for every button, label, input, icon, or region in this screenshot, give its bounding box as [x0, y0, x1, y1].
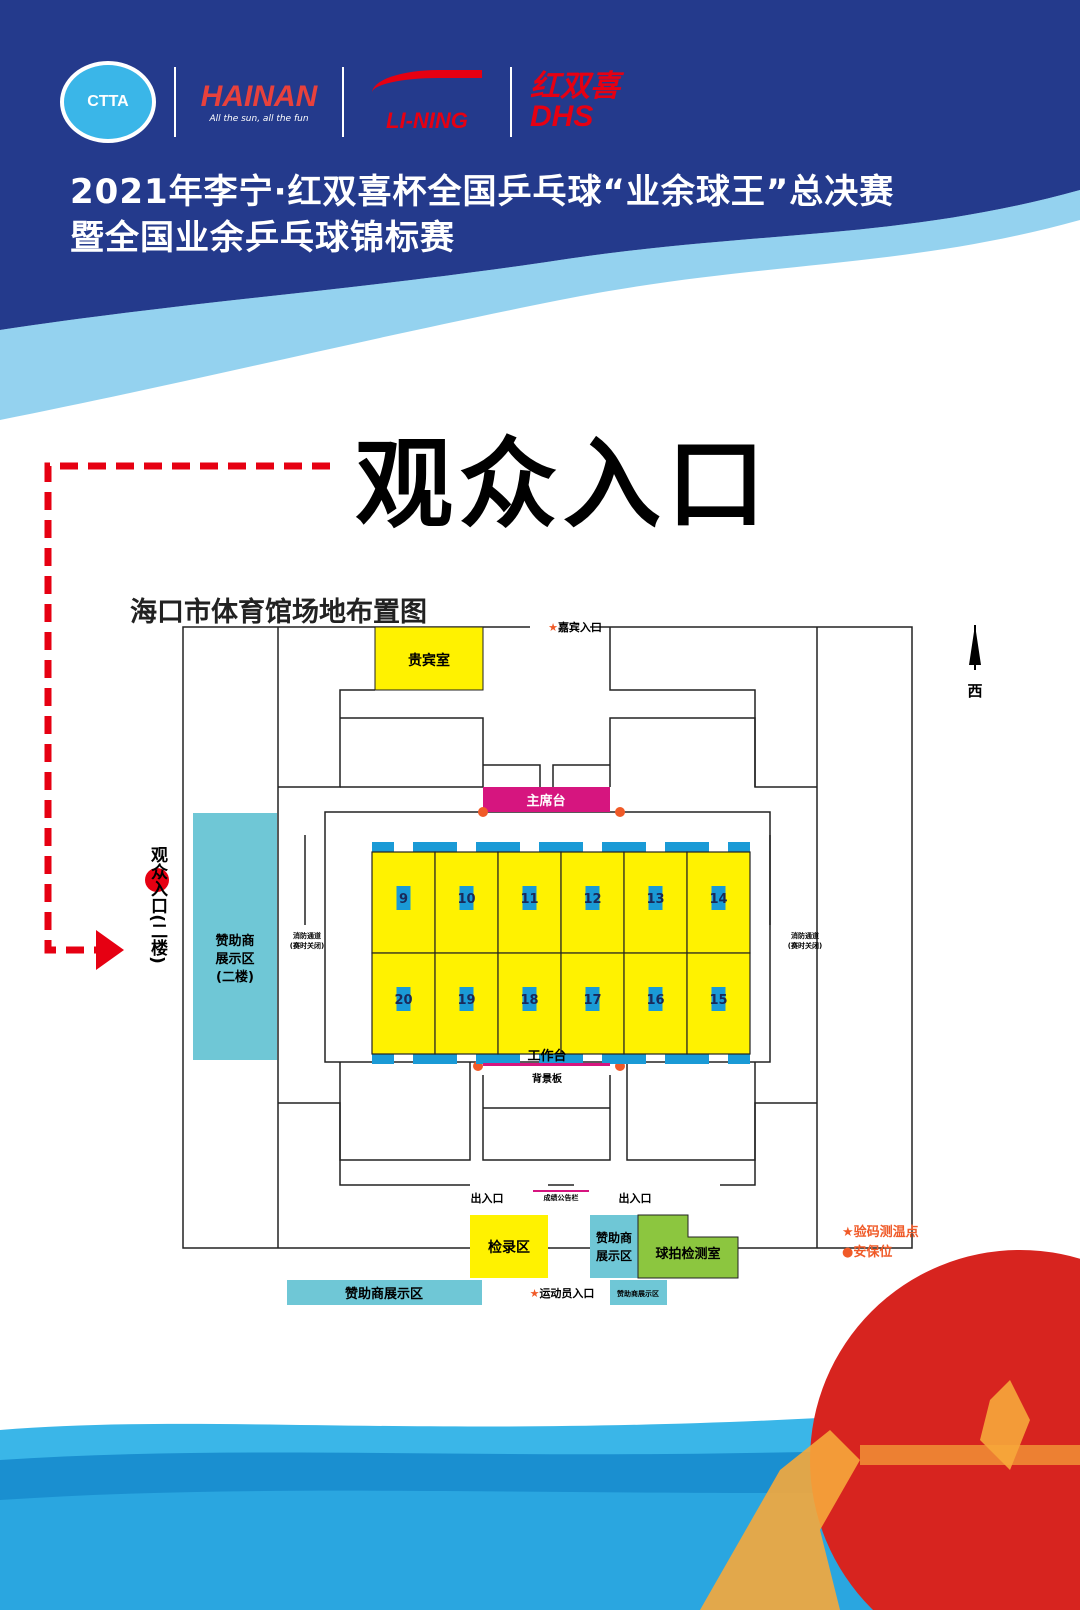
table-marker-top [413, 842, 457, 852]
dhs-logo: 红双喜 DHS [530, 70, 620, 133]
svg-text:赞助商展示区: 赞助商展示区 [616, 1289, 659, 1298]
backdrop-label: 背景板 [532, 1072, 563, 1085]
svg-text:展示区: 展示区 [596, 1249, 632, 1263]
table-marker-bottom [665, 1054, 709, 1064]
court-number: 10 [457, 892, 475, 907]
court-number: 15 [709, 993, 727, 1008]
table-icon [585, 886, 600, 910]
exit-right-label: 出入口 [619, 1191, 652, 1205]
table-icon [396, 886, 411, 910]
table-marker-top [539, 842, 583, 852]
court-number: 18 [520, 993, 538, 1008]
table-icon [522, 886, 537, 910]
table-marker-top [665, 842, 709, 852]
security-dot-icon [478, 807, 488, 817]
legend-security: ●安保位 [842, 1244, 892, 1260]
route-dashed-line [44, 462, 330, 954]
svg-text:赞助商: 赞助商 [595, 1230, 632, 1245]
audience-entrance-2f-label: 观众入口(二楼) [147, 846, 169, 964]
athlete-entrance-label: ★运动员入口 [530, 1286, 595, 1300]
exit-left-label: 出入口 [471, 1191, 504, 1205]
hainan-logo: HAINAN All the sun, all the fun [200, 80, 318, 124]
main-platform-label: 主席台 [526, 793, 565, 809]
svg-text:检录区: 检录区 [488, 1239, 530, 1256]
table-marker-bottom [413, 1054, 457, 1064]
fire-lane-left: 消防通道 [293, 931, 321, 940]
court-number: 11 [520, 892, 538, 907]
table-icon [459, 886, 474, 910]
compass-label: 西 [967, 682, 982, 700]
table-icon [522, 987, 537, 1011]
vip-entrance-label: ★嘉宾入口 [548, 620, 602, 634]
sponsor-area-small [590, 1215, 638, 1278]
table-marker-top [602, 842, 646, 852]
table-marker-bottom [476, 1054, 520, 1064]
table-marker-bottom [539, 1054, 583, 1064]
court-number: 13 [646, 892, 664, 907]
svg-text:球拍检测室: 球拍检测室 [655, 1246, 720, 1262]
floor-plan-title: 海口市体育馆场地布置图 [130, 597, 427, 628]
fire-lane-note-right: (赛时关闭) [788, 941, 822, 950]
sponsor-area-2f [193, 813, 277, 1060]
table-icon [459, 987, 474, 1011]
table-icon [711, 987, 726, 1011]
divider [342, 67, 344, 137]
svg-text:赞助商展示区: 赞助商展示区 [344, 1286, 423, 1302]
court-number: 12 [583, 892, 601, 907]
ctta-logo: CTTA [60, 61, 156, 143]
table-icon [396, 987, 411, 1011]
table-icon [648, 886, 663, 910]
vip-room-label: 贵宾室 [408, 652, 450, 669]
svg-text:赞助商: 赞助商 [214, 933, 254, 949]
racket-check-room [637, 1214, 739, 1279]
table-icon [585, 987, 600, 1011]
table-marker-top [372, 842, 394, 852]
svg-text:展示区: 展示区 [215, 952, 254, 967]
court-number: 17 [583, 993, 601, 1008]
audience-entrance-sign: 观众入口 [355, 428, 772, 542]
fire-lane-note-left: (赛时关闭) [290, 941, 324, 950]
backdrop-line [483, 1063, 610, 1066]
court-number: 16 [646, 993, 664, 1008]
work-desk-label: 工作台 [527, 1048, 566, 1064]
results-board-label: 成绩公告栏 [544, 1193, 579, 1202]
table-marker-bottom [728, 1054, 750, 1064]
event-title-line1: 2021年李宁·红双喜杯全国乒乓球“业余球王”总决赛 [70, 172, 895, 212]
fire-lane-right: 消防通道 [791, 931, 819, 940]
court-number: 19 [457, 993, 475, 1008]
legend-checkpoint: ★验码测温点 [842, 1224, 919, 1240]
table-marker-bottom [372, 1054, 394, 1064]
table-marker-top [476, 842, 520, 852]
table-icon [648, 987, 663, 1011]
security-dot-icon [615, 807, 625, 817]
table-icon [711, 886, 726, 910]
route-arrow-icon [96, 930, 124, 970]
security-dot-icon [145, 868, 169, 892]
main-platform [483, 787, 610, 812]
vip-room [374, 626, 484, 691]
svg-text:(二楼): (二楼) [216, 969, 254, 985]
event-title-line2: 暨全国业余乒乓球锦标赛 [70, 218, 455, 258]
sponsor-area-bottom [287, 1280, 482, 1305]
court-number: 9 [399, 892, 408, 907]
divider [174, 67, 176, 137]
court-number: 20 [394, 993, 412, 1008]
checkin-area [470, 1215, 548, 1278]
courts-grid: 9 10 11 12 13 14 20 19 18 17 16 15 [371, 842, 751, 1064]
divider [510, 67, 512, 137]
sponsor-logos: CTTA HAINAN All the sun, all the fun LI-… [60, 61, 670, 143]
court-number: 14 [709, 892, 727, 907]
table-marker-bottom [602, 1054, 646, 1064]
lining-logo: LI-NING [362, 70, 492, 134]
table-marker-top [728, 842, 750, 852]
